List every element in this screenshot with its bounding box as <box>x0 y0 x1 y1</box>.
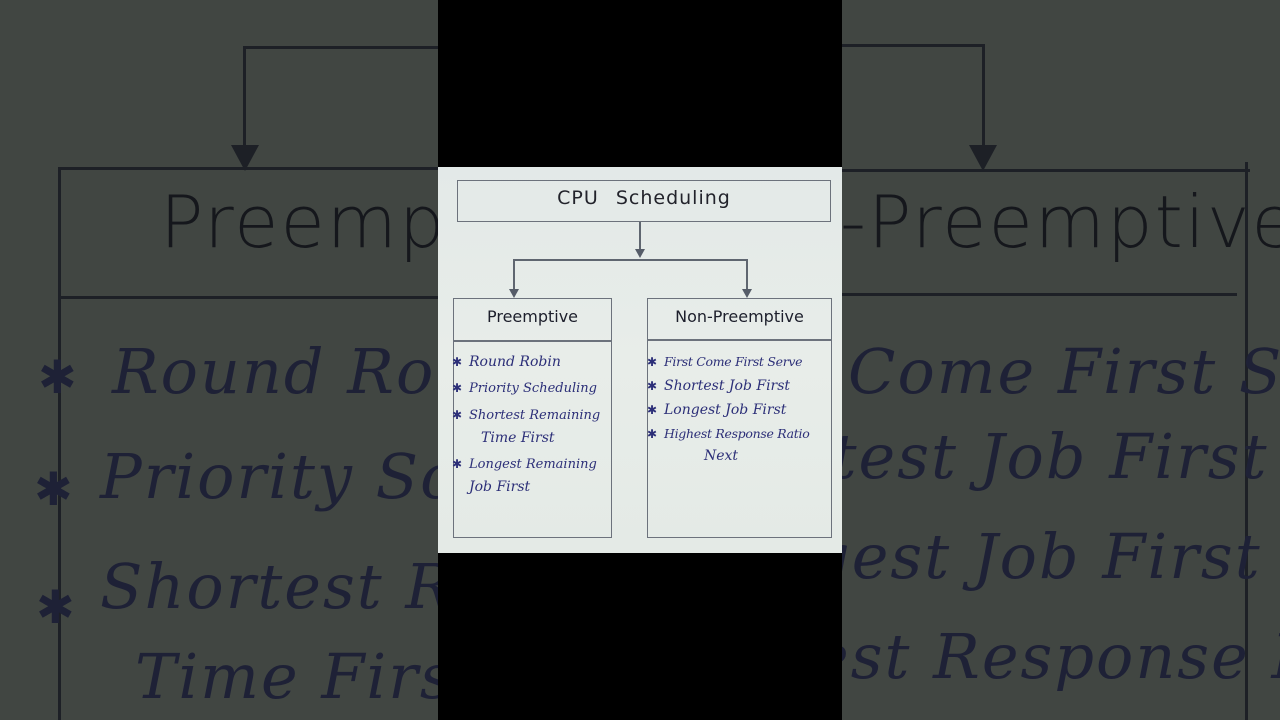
item-text: Longest Job First <box>664 402 787 418</box>
connector-left-down <box>513 259 515 289</box>
item-text: Shortest Remaining <box>469 408 601 423</box>
bg-bullet-star-icon: ✱ <box>36 580 75 634</box>
item-text-continued: Next <box>704 448 739 464</box>
bullet-star-icon: ✱ <box>647 427 658 441</box>
diagram-title: CPU Scheduling <box>557 187 731 209</box>
item-text: Highest Response Ratio <box>664 426 810 441</box>
list-item: ✱ Shortest Remaining Time First <box>452 404 611 449</box>
list-item: ✱ Longest Job First <box>647 399 831 421</box>
bg-heading-non-preemptive: -Preemptive <box>840 180 1280 264</box>
bg-bullet-star-icon: ✱ <box>34 462 73 516</box>
preemptive-heading: Preemptive <box>486 307 579 326</box>
bg-connector-horizontal-right <box>840 44 985 47</box>
connector-horizontal <box>513 259 748 261</box>
bg-box-top-left <box>58 167 440 170</box>
bg-connector-vertical-right <box>982 44 985 154</box>
bg-box-divider-left <box>58 296 440 299</box>
item-text: Round Robin <box>469 354 561 370</box>
bullet-star-icon: ✱ <box>452 355 463 369</box>
bg-box-right-edge <box>1245 162 1248 720</box>
bg-item: est Response Ratio <box>812 620 1280 693</box>
list-item: ✱ Priority Scheduling <box>452 377 611 400</box>
item-text: First Come First Serve <box>664 354 803 369</box>
list-item: ✱ Shortest Job First <box>647 375 831 397</box>
bg-connector-vertical-left <box>243 46 246 150</box>
preemptive-list: ✱ Round Robin ✱ Priority Scheduling ✱ Sh… <box>452 351 611 502</box>
heading-divider <box>648 339 831 341</box>
bg-item: Come First Serve <box>848 335 1280 408</box>
bullet-star-icon: ✱ <box>647 355 658 369</box>
connector-title-down <box>639 222 641 249</box>
non-preemptive-heading: Non-Preemptive <box>675 307 804 326</box>
bg-arrow-right <box>969 145 997 171</box>
item-text: Shortest Job First <box>664 378 791 394</box>
bullet-star-icon: ✱ <box>647 379 658 393</box>
arrow-down-icon <box>742 289 752 298</box>
item-text: Longest Remaining <box>469 457 597 472</box>
bullet-star-icon: ✱ <box>452 381 463 395</box>
list-item: ✱ Longest Remaining Job First <box>452 453 611 498</box>
item-text-continued: Job First <box>469 479 531 495</box>
title-box: CPU Scheduling <box>457 180 831 222</box>
bg-arrow-left <box>231 145 259 171</box>
bg-bullet-star-icon: ✱ <box>38 350 77 404</box>
item-text-continued: Time First <box>481 430 555 446</box>
bg-item: Time First <box>135 640 481 713</box>
heading-divider <box>454 340 611 342</box>
bg-box-top-right <box>842 169 1250 172</box>
diagram-paper: CPU Scheduling Preemptive ✱ Round Robin … <box>438 167 842 553</box>
connector-right-down <box>746 259 748 289</box>
item-text: Priority Scheduling <box>469 381 597 396</box>
non-preemptive-list: ✱ First Come First Serve ✱ Shortest Job … <box>647 351 831 471</box>
bullet-star-icon: ✱ <box>647 403 658 417</box>
list-item: ✱ First Come First Serve <box>647 351 831 373</box>
arrow-down-icon <box>509 289 519 298</box>
bg-box-left-edge <box>58 167 61 720</box>
bullet-star-icon: ✱ <box>452 457 463 471</box>
preemptive-box: Preemptive ✱ Round Robin ✱ Priority Sche… <box>452 298 612 538</box>
non-preemptive-box: Non-Preemptive ✱ First Come First Serve … <box>647 298 832 538</box>
bg-item: gest Job First <box>810 520 1262 593</box>
arrow-down-icon <box>635 249 645 258</box>
list-item: ✱ Round Robin <box>452 351 611 373</box>
bg-box-divider-right <box>842 293 1237 296</box>
bullet-star-icon: ✱ <box>452 408 463 422</box>
list-item: ✱ Highest Response Ratio Next <box>647 423 831 467</box>
bg-connector-horizontal-left <box>243 46 443 49</box>
bg-item: rtest Job First <box>800 420 1269 493</box>
